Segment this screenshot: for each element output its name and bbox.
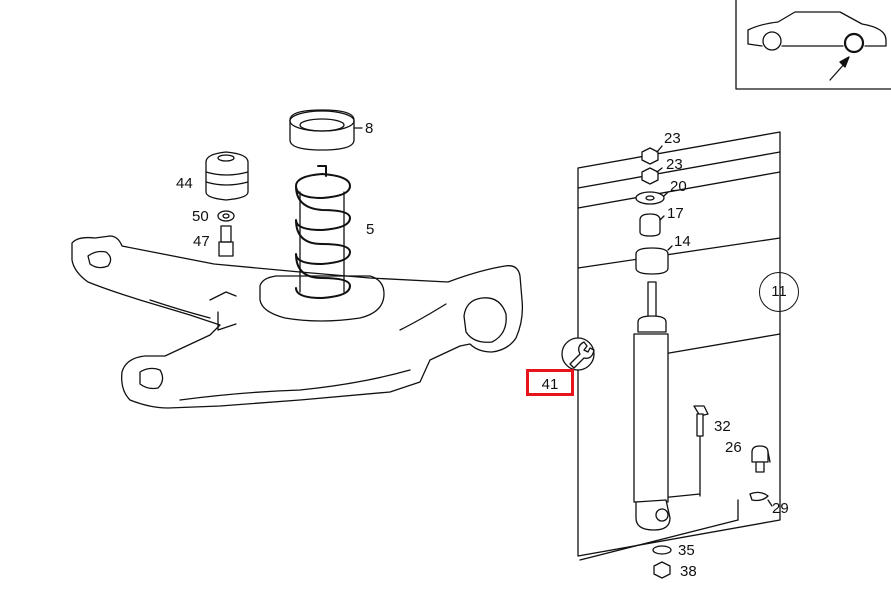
callout-20: 20 xyxy=(670,178,687,195)
callout-38: 38 xyxy=(680,563,697,580)
leader-lines xyxy=(656,145,773,507)
callout-50: 50 xyxy=(192,208,209,225)
callout-32: 32 xyxy=(714,418,731,435)
callout-35: 35 xyxy=(678,542,695,559)
callout-17: 17 xyxy=(667,205,684,222)
wrench-icon xyxy=(561,337,595,371)
coil-spring-part xyxy=(295,165,351,299)
callout-14: 14 xyxy=(674,233,691,250)
shock-absorber-part xyxy=(633,281,671,531)
callout-44: 44 xyxy=(176,175,193,192)
hardware-parts xyxy=(652,405,769,579)
callout-23-lower: 23 xyxy=(666,156,683,173)
car-locator-icon xyxy=(735,0,891,90)
callout-5: 5 xyxy=(366,221,375,238)
callout-47: 47 xyxy=(193,233,210,250)
shock-absorber-hotspot[interactable]: 41 xyxy=(526,369,574,396)
component-group-frame xyxy=(577,131,781,561)
rubber-stop-part xyxy=(205,151,249,201)
axle-carrier-part xyxy=(71,235,524,409)
callout-23-upper: 23 xyxy=(664,130,681,147)
washer-bolt-parts xyxy=(217,210,235,257)
spring-seat-part xyxy=(289,109,363,151)
callout-41: 41 xyxy=(541,376,559,393)
top-mount-stack xyxy=(635,147,669,275)
callout-8: 8 xyxy=(365,120,374,137)
callout-26: 26 xyxy=(725,439,742,456)
callout-29: 29 xyxy=(772,500,789,517)
callout-11[interactable]: 11 xyxy=(759,272,799,312)
